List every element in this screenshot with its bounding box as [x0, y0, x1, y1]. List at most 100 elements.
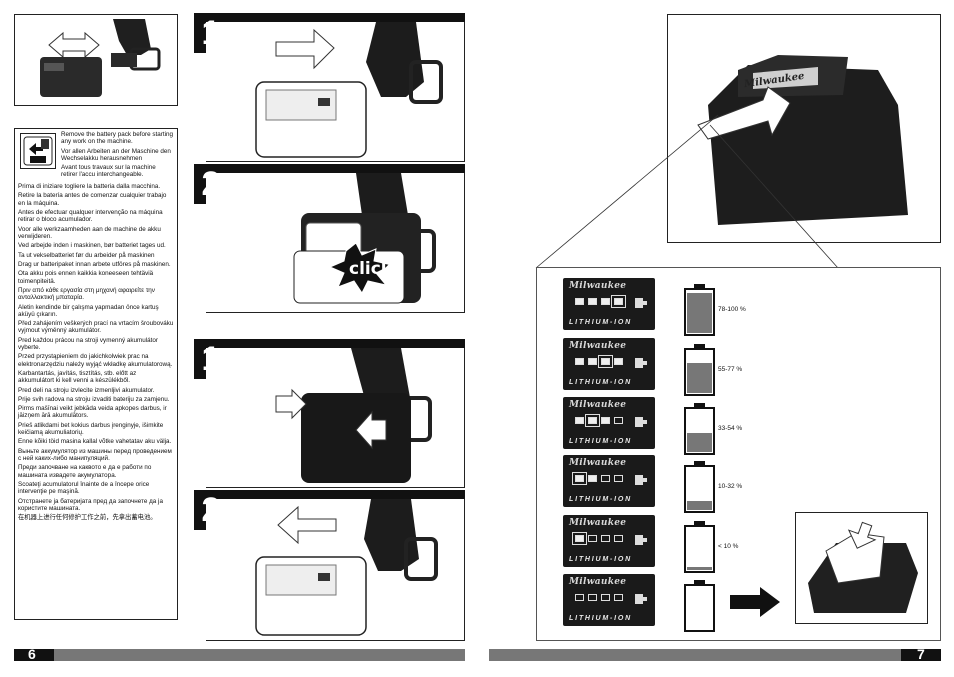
- charge-percent-label: 78-100 %: [718, 306, 746, 313]
- translation-line: Pred deli na stroju izvlecite izmenljivi…: [18, 386, 155, 394]
- step-panel-insert: [206, 22, 465, 162]
- translation-line: Выньте аккумулятор из машины перед прове…: [18, 447, 172, 463]
- led-row: [575, 296, 647, 310]
- charge-percent-label: 55-77 %: [718, 366, 743, 373]
- led-indicator: [601, 298, 610, 305]
- led-indicator: [588, 594, 597, 601]
- battery-level-icon: [684, 284, 715, 336]
- badge-brand: Milwaukee: [569, 577, 627, 587]
- led-indicator: [588, 298, 597, 305]
- led-indicator: [614, 417, 623, 424]
- step-panel-click: click: [206, 173, 465, 313]
- translation-line: Prije svih radova na stroju izvaditi bat…: [18, 395, 170, 403]
- translation-line: Ota akku pois ennen kaikkia koneeseen te…: [18, 270, 154, 285]
- battery-level-icon: [684, 403, 715, 455]
- led-indicator: [575, 475, 584, 482]
- warning-english: Remove the battery pack before starting …: [61, 131, 174, 146]
- badge-subtitle: LITHIUM-ION: [569, 556, 632, 563]
- translation-line: Karbantartás, javítás, tisztítás, stb. e…: [18, 369, 137, 385]
- translation-line: Retire la batería antes de comenzar cual…: [18, 192, 167, 207]
- led-indicator: [601, 417, 610, 424]
- drill-battery-swap-icon: [40, 19, 161, 97]
- led-indicator: [614, 594, 623, 601]
- footer-bar-right: [489, 649, 941, 661]
- led-indicator: [601, 594, 610, 601]
- translation-line: Drag ur batteripaket innan arbete utföre…: [18, 260, 171, 268]
- led-indicator: [588, 535, 597, 542]
- warning-german: Vor allen Arbeiten an der Maschine den W…: [61, 147, 171, 162]
- led-row: [575, 592, 647, 606]
- led-indicator: [575, 298, 584, 305]
- charge-percent-label: 33-54 %: [718, 425, 743, 432]
- led-indicator: [575, 358, 584, 365]
- page-number-right: 7: [917, 646, 925, 662]
- page-number-left: 6: [28, 646, 36, 662]
- battery-level-icon: [684, 461, 715, 513]
- led-indicator: [575, 535, 584, 542]
- safety-notice-box: Remove the battery pack before starting …: [14, 128, 178, 620]
- led-row: [575, 356, 647, 370]
- fuel-gauge-button-icon: [633, 354, 651, 372]
- badge-subtitle: LITHIUM-ION: [569, 319, 632, 326]
- step-bar: [194, 164, 465, 173]
- step-bar: [194, 490, 465, 499]
- translation-line: Ved arbejde inden i maskinen, bør batter…: [18, 242, 166, 250]
- battery-level-icon: [684, 521, 715, 573]
- led-indicator: [601, 535, 610, 542]
- led-row: [575, 473, 647, 487]
- translation-line: Ta ut vekselbatteriet før du arbeider på…: [18, 251, 155, 259]
- click-label: click: [349, 259, 393, 279]
- translation-line: Πριν από κάθε εργασία στη μηχανή αφαιρεί…: [18, 286, 155, 302]
- translation-line: Przed przystąpieniem do jakichkolwiek pr…: [18, 353, 173, 368]
- translation-line: 在机器上进行任何修护工作之前，先拿出蓄电池。: [18, 514, 157, 522]
- step-bar: [194, 13, 465, 22]
- charge-percent-label: 10-32 %: [718, 483, 743, 490]
- fuel-gauge-button-icon: [633, 471, 651, 489]
- badge-subtitle: LITHIUM-ION: [569, 438, 632, 445]
- translation-line: Aletin kendinde bir çalışma yapmadan önc…: [18, 303, 159, 318]
- translation-line: Antes de efectuar qualquer intervenção n…: [18, 208, 163, 224]
- no-battery-warning-icon: [20, 133, 56, 169]
- translation-list: Prima di iniziare togliere la batteria d…: [18, 183, 174, 524]
- translation-line: Преди започване на каквото е да е работи…: [18, 464, 152, 479]
- charge-percent-label: < 10 %: [718, 543, 739, 550]
- charger-illustration: [795, 512, 928, 624]
- step-bar: [194, 339, 465, 348]
- badge-brand: Milwaukee: [569, 458, 627, 468]
- led-indicator: [614, 475, 623, 482]
- translation-line: Voor alle werkzaamheden aan de machine d…: [18, 225, 161, 240]
- fuel-gauge-button-icon: [633, 413, 651, 431]
- led-indicator: [588, 475, 597, 482]
- battery-level-icon: [684, 580, 715, 632]
- translation-line: Prieš atlikdami bet kokius darbus įrengi…: [18, 421, 164, 437]
- fuel-gauge-button-icon: [633, 590, 651, 608]
- led-indicator: [614, 535, 623, 542]
- led-indicator: [575, 417, 584, 424]
- translation-line: Отстранете ја батеријата пред да започне…: [18, 497, 163, 512]
- footer-bar-left: [14, 649, 465, 661]
- led-indicator: [614, 298, 623, 305]
- translation-line: Pirms mašīnai veikt jebkāda veida apkope…: [18, 405, 167, 420]
- badge-brand: Milwaukee: [569, 400, 627, 410]
- led-indicator: [588, 417, 597, 424]
- led-indicator: [614, 358, 623, 365]
- translation-line: Pred každou prácou na stroji vymenný aku…: [18, 336, 159, 351]
- badge-brand: Milwaukee: [569, 281, 627, 291]
- led-indicator: [601, 358, 610, 365]
- translation-line: Scoateţi acumulatorul înainte de a încep…: [18, 481, 150, 496]
- led-indicator: [575, 594, 584, 601]
- translation-line: Enne kõiki töid masina kallal võtke vahe…: [18, 438, 172, 446]
- warning-french: Avant tous travaux sur la machine retire…: [61, 164, 156, 179]
- badge-brand: Milwaukee: [569, 341, 627, 351]
- translation-line: Prima di iniziare togliere la batteria d…: [18, 183, 161, 190]
- step-panel-remove: [206, 499, 465, 641]
- arrow-right-icon: [730, 587, 780, 617]
- badge-subtitle: LITHIUM-ION: [569, 379, 632, 386]
- led-indicator: [588, 358, 597, 365]
